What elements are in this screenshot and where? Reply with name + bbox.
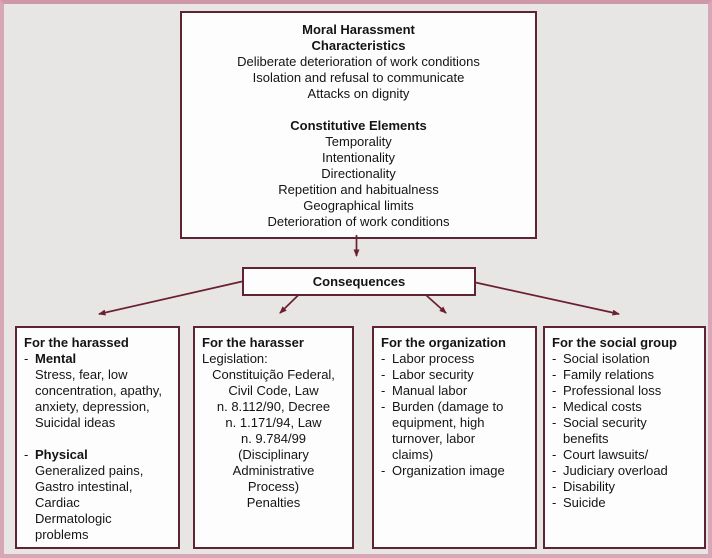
characteristics-box: Moral Harassment Characteristics Deliber… xyxy=(180,11,537,239)
harasser-box: For the harasser Legislation: Constituiç… xyxy=(193,326,354,549)
harassed-box: For the harassed Mental Stress, fear, lo… xyxy=(15,326,180,549)
characteristics-title: Moral Harassment Characteristics xyxy=(302,22,415,53)
arrow-to-social-group xyxy=(470,280,620,316)
legislation-label: Legislation: xyxy=(202,351,268,366)
list-item: Medical costs xyxy=(552,399,697,415)
list-item: Burden (damage to equipment, high turnov… xyxy=(381,399,528,463)
constitutive-elements-title: Constitutive Elements xyxy=(290,118,427,133)
list-item: Organization image xyxy=(381,463,528,479)
constitutive-elements-list: Temporality Intentionality Directionalit… xyxy=(267,134,450,229)
list-item: Professional loss xyxy=(552,383,697,399)
list-item: Social security benefits xyxy=(552,415,697,447)
characteristics-list: Deliberate deterioration of work conditi… xyxy=(237,54,480,101)
mental-label: Mental xyxy=(35,351,77,366)
legislation-body: Constituição Federal, Civil Code, Law n.… xyxy=(212,367,335,510)
physical-label: Physical xyxy=(35,447,88,462)
harassed-section-mental: Mental xyxy=(24,351,171,367)
consequences-label: Consequences xyxy=(312,274,406,289)
harasser-title: For the harasser xyxy=(202,335,304,350)
consequences-box: Consequences xyxy=(242,267,476,296)
organization-box: For the organization Labor process Labor… xyxy=(372,326,537,549)
spacer xyxy=(182,102,535,118)
organization-title: For the organization xyxy=(381,335,506,350)
harassed-section-physical: Physical xyxy=(24,447,171,463)
spacer xyxy=(24,431,171,447)
list-item: Family relations xyxy=(552,367,697,383)
arrow-to-harassed xyxy=(98,280,243,316)
list-item: Court lawsuits/ xyxy=(552,447,697,463)
list-item: Labor security xyxy=(381,367,528,383)
list-item: Social isolation xyxy=(552,351,697,367)
list-item: Labor process xyxy=(381,351,528,367)
list-item: Suicide xyxy=(552,495,697,511)
social-group-title: For the social group xyxy=(552,335,677,350)
list-item: Judiciary overload xyxy=(552,463,697,479)
mental-body: Stress, fear, low concentration, apathy,… xyxy=(35,367,162,430)
list-item: Disability xyxy=(552,479,697,495)
list-item: Manual labor xyxy=(381,383,528,399)
physical-body: Generalized pains, Gastro intestinal, Ca… xyxy=(35,463,144,542)
harassed-title: For the harassed xyxy=(24,335,129,350)
social-group-box: For the social group Social isolation Fa… xyxy=(543,326,706,549)
